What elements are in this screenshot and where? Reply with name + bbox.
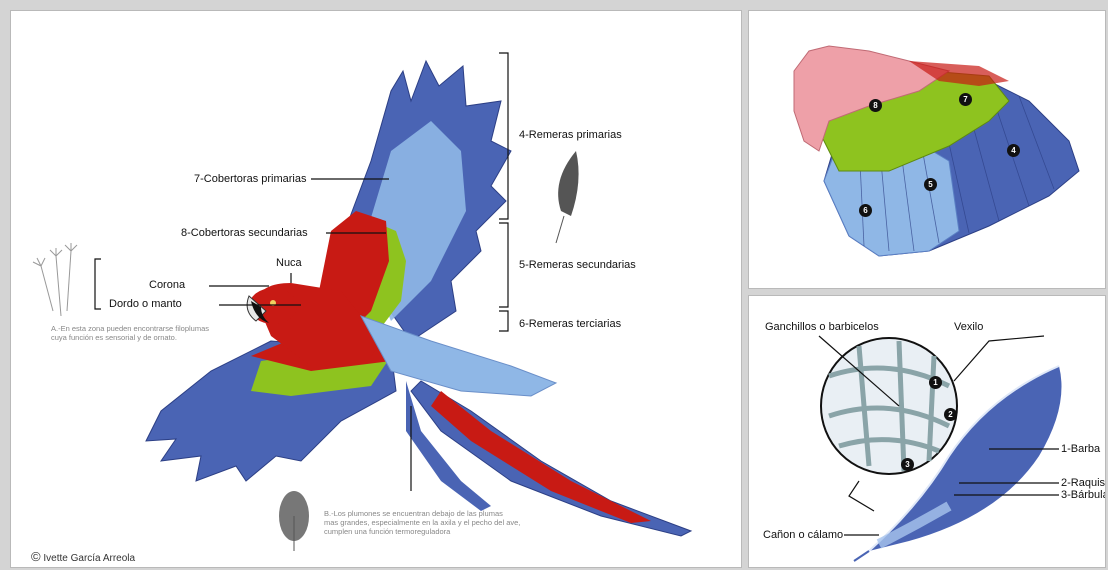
label-remeras-terciarias: 6-Remeras terciarias (519, 318, 621, 331)
macaw-illustration (11, 11, 741, 567)
feather-marker-3: 3 (901, 458, 914, 471)
note-a-line-1: A.-En esta zona pueden encontrarse filop… (51, 324, 209, 333)
wing-illustration (749, 11, 1105, 288)
wing-marker-8: 8 (869, 99, 882, 112)
note-b-line-1: B.-Los plumones se encuentran debajo de … (324, 509, 520, 518)
down-feather-icon (279, 491, 309, 551)
wing-marker-6: 6 (859, 204, 872, 217)
feather-marker-2: 2 (944, 408, 957, 421)
label-ganchillos: Ganchillos o barbicelos (765, 321, 879, 334)
feather-marker-1: 1 (929, 376, 942, 389)
label-dorso-manto: Dordo o manto (109, 298, 182, 311)
label-nuca: Nuca (276, 257, 302, 270)
wing-detail-panel: 8 7 4 5 6 (748, 10, 1106, 289)
label-remeras-secundarias: 5-Remeras secundarias (519, 259, 636, 272)
note-b-line-2: mas grandes, especialmente en la axila y… (324, 518, 520, 527)
label-barbula: 3-Bárbula (1061, 489, 1106, 502)
filoplume-icon (33, 243, 77, 316)
copyright-icon: © (31, 549, 41, 564)
label-canon: Cañon o cálamo (763, 529, 843, 542)
wing-marker-5: 5 (924, 178, 937, 191)
note-a-line-2: cuya función es sensorial y de ornato. (51, 333, 209, 342)
label-corona: Corona (149, 279, 185, 292)
note-b: B.-Los plumones se encuentran debajo de … (324, 509, 520, 536)
wing-marker-7: 7 (959, 93, 972, 106)
macaw-diagram-panel: 7-Cobertoras primarias 8-Cobertoras secu… (10, 10, 742, 568)
flight-feather-icon (556, 151, 579, 243)
label-vexilo: Vexilo (954, 321, 983, 334)
label-cobertoras-secundarias: 8-Cobertoras secundarias (181, 227, 308, 240)
label-barba: 1-Barba (1061, 443, 1100, 456)
note-a: A.-En esta zona pueden encontrarse filop… (51, 324, 209, 342)
feather-detail-panel: 1 2 3 Ganchillos o barbicelos Vexilo 1-B… (748, 295, 1106, 568)
wing-marker-4: 4 (1007, 144, 1020, 157)
label-remeras-primarias: 4-Remeras primarias (519, 129, 622, 142)
label-cobertoras-primarias: 7-Cobertoras primarias (194, 173, 306, 186)
note-b-line-3: cumplen una función termoreguladora (324, 527, 520, 536)
credit-author: Ivette García Arreola (43, 553, 135, 564)
feather-illustration (749, 296, 1105, 567)
macaw-head (247, 288, 297, 324)
credit: © Ivette García Arreola (31, 549, 135, 564)
